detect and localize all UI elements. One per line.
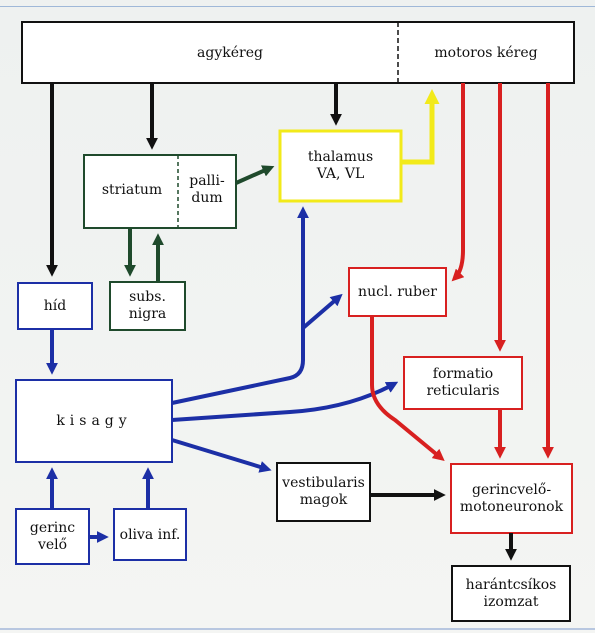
subs-nigra-box	[109, 281, 186, 331]
formatio-reticularis-box	[403, 356, 523, 410]
arrow-nucl-ruber-to-motoneuronok	[370, 316, 445, 462]
formatio-reticularis-label: formatio reticularis	[426, 366, 500, 399]
nucl-ruber-box	[348, 267, 447, 317]
harantcsikos-izomzat-label: harántcsíkos izomzat	[465, 577, 557, 610]
gerinc-velo-label: gerinc velő	[29, 520, 76, 553]
arrow-thalamus-to-motoros-kereg	[401, 89, 440, 165]
agykereg-label: agykéreg	[197, 44, 263, 61]
agykereg-box	[21, 21, 575, 84]
kisagy-box	[15, 379, 173, 463]
hid-box	[17, 282, 93, 330]
gerincvelo-motoneuronok-box	[450, 463, 573, 534]
gerinc-velo-box	[15, 508, 90, 565]
arrow-motoros-kereg-to-nucl-ruber	[451, 83, 465, 282]
striatum-label: striatum	[101, 182, 163, 198]
vestibularis-magok-label: vestibularis magok	[282, 475, 365, 508]
top-edge-line	[0, 6, 595, 7]
motoros-kereg-label: motoros kéreg	[434, 44, 538, 61]
nucl-ruber-label: nucl. ruber	[358, 283, 437, 300]
harantcsikos-izomzat-box	[451, 565, 571, 622]
arrow-kisagy-to-thalamus	[171, 206, 309, 405]
gerincvelo-motoneuronok-label: gerincvelő- motoneuronok	[459, 482, 564, 515]
oliva-inf-label: oliva inf.	[119, 526, 181, 543]
arrow-kisagy-to-formatio	[171, 381, 399, 422]
arrow-pallidum-to-thalamus	[235, 165, 275, 185]
hid-label: híd	[43, 297, 67, 314]
striatum-pallidum-box	[83, 154, 237, 229]
thalamus-box	[278, 129, 403, 203]
vestibularis-magok-box	[276, 462, 371, 522]
arrow-kisagy-to-vestibularis	[171, 438, 272, 473]
thalamus-label: thalamus VA, VL	[307, 149, 374, 182]
pallidum-label: palli- dum	[189, 173, 225, 206]
arrow-kisagy-to-nucl-ruber	[301, 293, 343, 330]
bottom-edge-line	[0, 628, 595, 630]
kisagy-label: kisagy	[56, 412, 132, 429]
subs-nigra-label: subs. nigra	[128, 289, 167, 322]
